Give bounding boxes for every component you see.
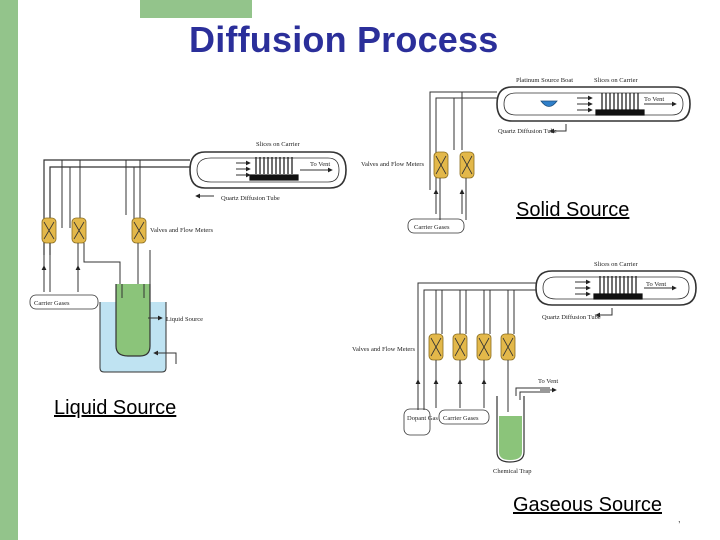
gaseous-valves-label: Valves and Flow Meters [352, 346, 415, 353]
gaseous-source-heading: Gaseous Source [513, 494, 662, 516]
gaseous-quartz-tube [535, 270, 697, 306]
gaseous-labels: Slices on Carrier To Vent Quartz Diffusi… [352, 261, 666, 475]
liquid-quartz-tube [189, 151, 347, 189]
gaseous-tube-label: Quartz Diffusion Tube [542, 314, 601, 321]
gaseous-gases-label: Carrier Gases [443, 415, 479, 422]
solid-tube-label: Quartz Diffusion Tube [498, 128, 557, 135]
footnote-mark: , [678, 514, 681, 524]
gaseous-vent-label: To Vent [538, 378, 558, 385]
gaseous-valves [428, 333, 516, 361]
liquid-carrier-label: Slices on Carrier [256, 141, 301, 148]
solid-quartz-tube [496, 86, 691, 122]
solid-gases-label: Carrier Gases [414, 224, 450, 231]
solid-carrier-label: Slices on Carrier [594, 77, 639, 84]
liquid-slices-on-carrier [249, 157, 299, 181]
solid-labels: Platinum Source Boat Slices on Carrier T… [361, 77, 664, 231]
gaseous-vent-tube-label: To Vent [646, 281, 666, 288]
gaseous-slices-on-carrier [593, 276, 643, 300]
liquid-vent-label: To Vent [310, 161, 330, 168]
liquid-gases-label: Carrier Gases [34, 300, 70, 307]
gaseous-dopant-label: Dopant Gas [407, 415, 438, 422]
page-title: Diffusion Process [189, 19, 499, 60]
liquid-source-diagram [29, 151, 347, 373]
liquid-labels: Slices on Carrier To Vent Quartz Diffusi… [34, 141, 330, 323]
gaseous-trap-label: Chemical Trap [493, 468, 531, 475]
solid-valves-label: Valves and Flow Meters [361, 161, 424, 168]
liquid-tube-label: Quartz Diffusion Tube [221, 195, 280, 202]
liquid-source-heading: Liquid Source [54, 397, 177, 419]
solid-slices-on-carrier [595, 93, 645, 116]
solid-valves [433, 151, 475, 179]
solid-vent-label: To Vent [644, 96, 664, 103]
solid-source-heading: Solid Source [516, 199, 630, 221]
gaseous-carrier-label: Slices on Carrier [594, 261, 639, 268]
solid-source-diagram [407, 86, 691, 234]
solid-boat-label: Platinum Source Boat [516, 77, 573, 84]
liquid-source-label: Liquid Source [166, 316, 203, 323]
liquid-valves [41, 217, 147, 244]
gaseous-source-diagram [403, 270, 697, 463]
left-sidebar-band [0, 0, 18, 540]
liquid-valves-label: Valves and Flow Meters [150, 227, 213, 234]
top-accent-strip [140, 0, 252, 18]
